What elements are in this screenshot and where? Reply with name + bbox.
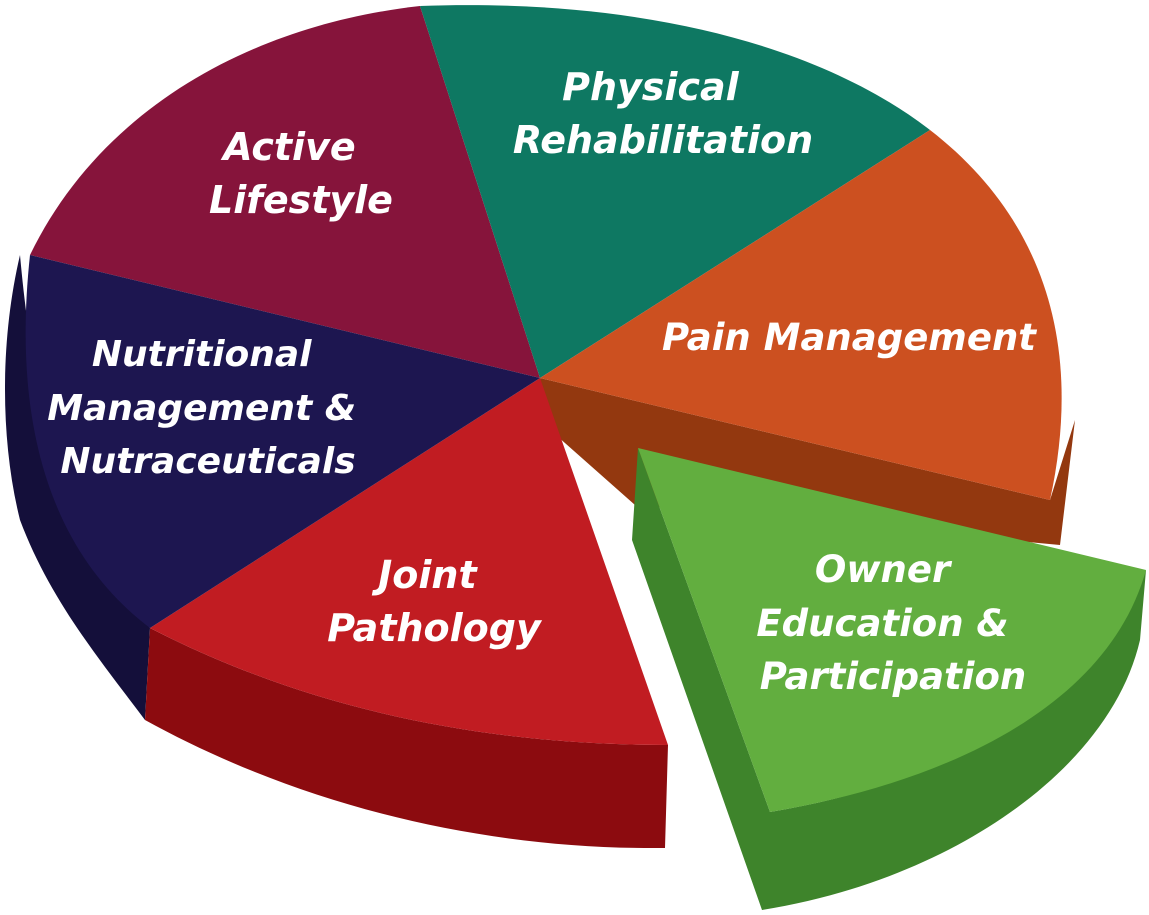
owner-education-line-1: Owner bbox=[815, 548, 953, 591]
physical-rehabilitation-line-2: Rehabilitation bbox=[513, 118, 813, 162]
pain-management-top bbox=[540, 130, 1062, 500]
physical-rehabilitation-label: Physical Rehabilitation bbox=[513, 65, 813, 162]
physical-rehabilitation-line-1: Physical bbox=[562, 65, 739, 109]
joint-pathology-top bbox=[150, 378, 668, 745]
nutritional-management-line-1: Nutritional bbox=[92, 334, 312, 375]
joint-pathology-line-1: Joint bbox=[371, 553, 478, 597]
active-lifestyle-top bbox=[30, 6, 540, 378]
joint-pathology-line-2: Pathology bbox=[327, 606, 543, 650]
pain-management-line-1: Pain Management bbox=[662, 316, 1037, 359]
nutritional-management-top bbox=[25, 255, 540, 628]
owner-education-line-2: Education & bbox=[756, 602, 1008, 645]
nutritional-management-label: Nutritional Management & Nutraceuticals bbox=[47, 334, 368, 482]
nutritional-management-line-2: Management & bbox=[47, 388, 356, 429]
physical-rehabilitation-top bbox=[420, 5, 930, 379]
joint-pathology-label: Joint Pathology bbox=[327, 553, 543, 650]
owner-education-line-3: Participation bbox=[760, 655, 1027, 698]
owner-education-top bbox=[638, 448, 1146, 812]
owner-education-side bbox=[632, 448, 1146, 910]
nutritional-management-side bbox=[5, 255, 150, 720]
joint-pathology-side bbox=[145, 628, 668, 849]
active-lifestyle-line-2: Lifestyle bbox=[209, 178, 393, 222]
pain-management-label: Pain Management bbox=[662, 316, 1037, 359]
active-lifestyle-label: Active Lifestyle bbox=[209, 125, 393, 222]
active-lifestyle-line-1: Active bbox=[220, 125, 356, 169]
nutritional-management-line-3: Nutraceuticals bbox=[60, 441, 355, 482]
owner-education-label: Owner Education & Participation bbox=[756, 548, 1026, 698]
